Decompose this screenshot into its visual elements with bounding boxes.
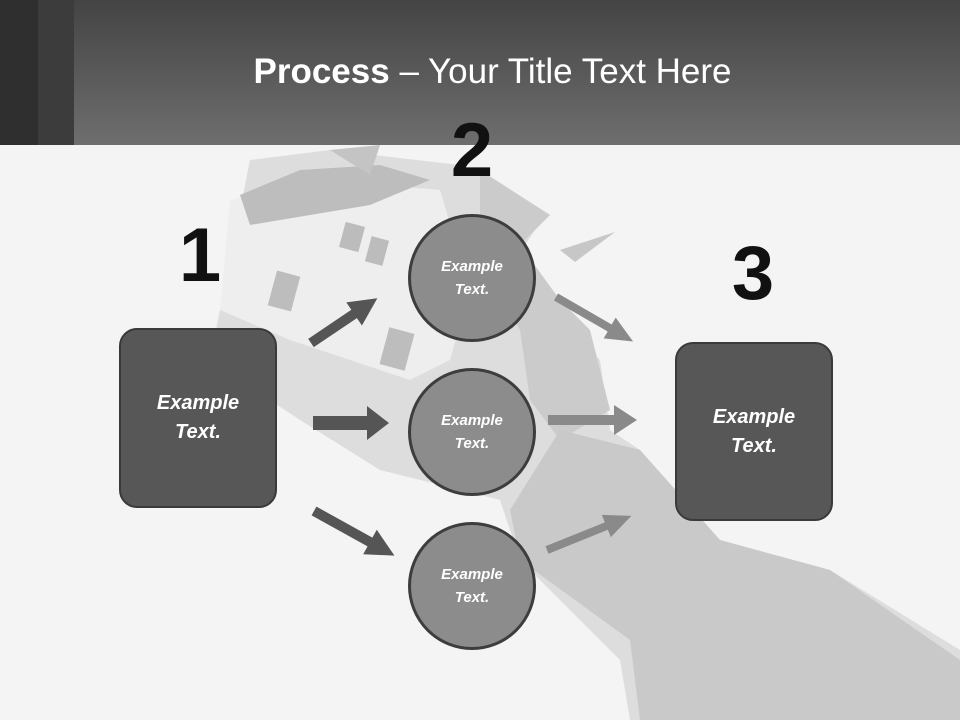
title-bold: Process bbox=[253, 52, 390, 91]
step-1-label: Example Text. bbox=[156, 392, 240, 443]
step-2-circle-bottom[interactable]: Example Text. bbox=[408, 522, 536, 650]
step-1-box[interactable]: Example Text. bbox=[119, 328, 277, 508]
title-rest: – Your Title Text Here bbox=[389, 52, 732, 91]
header-accent-block-secondary bbox=[38, 0, 74, 145]
step-2-circle-top[interactable]: Example Text. bbox=[408, 214, 536, 342]
step-3-label: Example Text. bbox=[712, 405, 796, 457]
step-2-circle-top-label: Example Text. bbox=[441, 258, 503, 298]
step-1-number: 1 bbox=[178, 213, 222, 298]
background-house-illustration bbox=[210, 145, 960, 720]
step-2-circle-middle-label: Example Text. bbox=[441, 412, 503, 452]
step-3-box[interactable]: Example Text. bbox=[675, 342, 833, 521]
header-bar bbox=[0, 0, 960, 145]
step-2-circle-middle[interactable]: Example Text. bbox=[408, 368, 536, 496]
step-3-number: 3 bbox=[731, 231, 775, 316]
step-2-circle-bottom-label: Example Text. bbox=[441, 566, 503, 606]
step-2-number: 2 bbox=[450, 108, 494, 193]
slide-title: Process – Your Title Text Here bbox=[0, 52, 960, 92]
header-accent-block bbox=[0, 0, 38, 145]
